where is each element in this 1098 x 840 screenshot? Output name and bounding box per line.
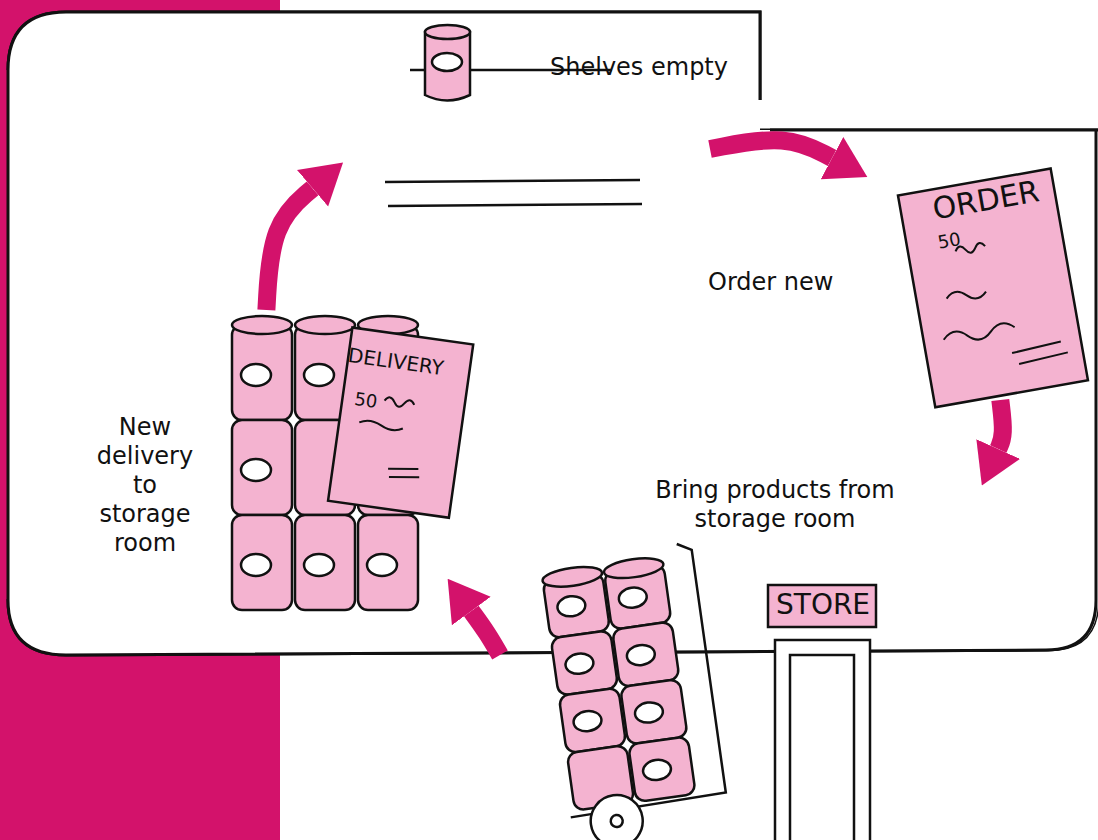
step-caption: Bring products from storage room [650,476,900,534]
delivery-rolls [367,554,397,576]
hand-trolley [626,643,657,667]
delivery-rolls [304,554,334,576]
cycle-arrow [710,140,832,158]
delivery-rolls [232,515,292,610]
shelf-illustration [410,69,425,72]
store-front [775,640,870,840]
hand-trolley [620,679,687,745]
drawn-label: STORE [776,588,870,621]
hand-trolley [612,621,679,687]
delivery-note [328,327,473,517]
cycle-arrow [266,188,312,310]
hand-trolley [628,736,695,802]
order-sheet [943,321,1016,345]
drawn-label: 50 [936,228,962,253]
process-step: Shelves empty [340,25,710,225]
delivery-rolls [232,325,292,420]
shelf-illustration [425,25,470,39]
hand-trolley [610,814,624,828]
delivery-note [387,465,420,481]
hand-trolley [634,701,665,725]
shelf-illustration [385,180,640,182]
store-front [768,585,876,840]
delivery-rolls [295,316,355,334]
hand-trolley [603,555,665,581]
shelf-illustration [425,32,470,101]
order-sheet [946,287,987,304]
cycle-arrow [471,611,500,655]
panel-outline [8,12,1098,655]
step-caption: Shelves empty [550,53,750,82]
hand-trolley [572,709,603,733]
delivery-rolls [232,420,292,515]
delivery-rolls [241,459,271,481]
order-sheet [898,169,1088,408]
hand-trolley [559,688,626,754]
process-step: Bring products from storage room [500,470,1020,840]
delivery-rolls [304,364,334,386]
hand-trolley [564,652,595,676]
delivery-rolls [241,364,271,386]
store-front [768,585,876,627]
delivery-rolls [241,554,271,576]
hand-trolley [535,542,726,817]
shelf-illustration [385,25,642,206]
order-sheet [1012,341,1069,365]
hand-trolley [642,758,673,782]
hand-trolley [535,542,731,840]
delivery-rolls [232,316,292,334]
panel-border [8,12,1098,655]
hand-trolley [556,594,587,618]
delivery-note [328,327,473,517]
delivery-note [384,397,415,409]
step-caption: New delivery to storage room [95,413,195,558]
delivery-note [359,419,403,431]
step-caption: Order new [708,268,908,297]
delivery-rolls [358,515,418,610]
hand-trolley [551,630,618,696]
cycle-arrow [998,400,1003,449]
shelf-illustration [388,204,642,206]
hand-trolley [587,792,646,840]
hand-trolley [618,586,649,610]
panel-fill [8,12,1098,655]
hand-trolley [541,564,603,590]
delivery-rolls [295,515,355,610]
drawn-label: 50 [353,388,379,412]
order-sheet [898,169,1088,408]
shelf-illustration [432,53,462,71]
store-front [790,655,854,840]
